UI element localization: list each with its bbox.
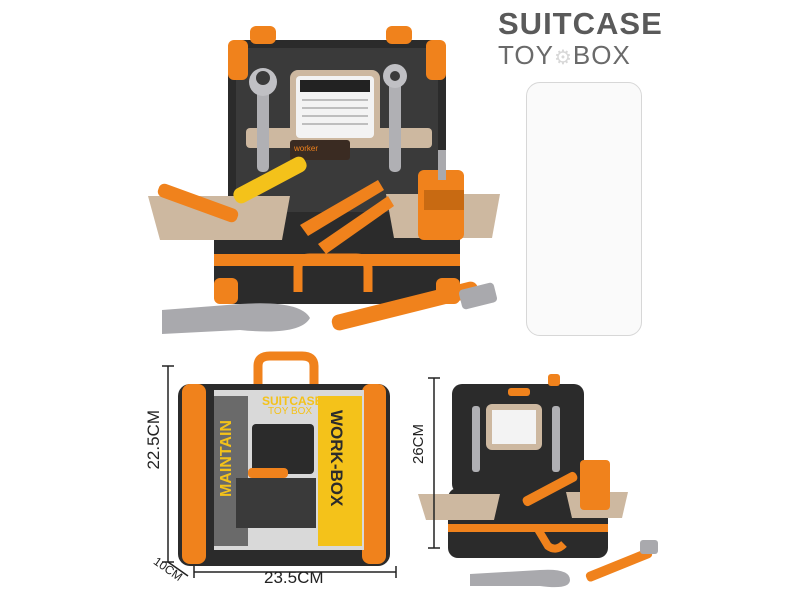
dimension-open-height-label: 26CM	[410, 424, 427, 465]
dimension-width-label: 23.5CM	[264, 568, 324, 587]
brand-subtitle-right: BOX	[572, 40, 631, 70]
box-print-maintain: MAINTAIN	[218, 420, 235, 498]
brand-subtitle: TOY⚙BOX	[498, 40, 631, 71]
open-toolbox-small	[418, 374, 658, 588]
parts-card	[526, 82, 642, 336]
brand-logo-icon: ⚙	[553, 47, 573, 69]
box-print-suitcase: SUITCASE	[262, 394, 323, 408]
box-print-toybox: TOY BOX	[268, 406, 313, 417]
closed-toolbox	[178, 351, 390, 566]
dimension-height-label: 22.5CM	[144, 410, 163, 470]
open-toolbox-main	[148, 26, 500, 334]
brand-subtitle-left: TOY	[498, 40, 554, 70]
dimension-lines	[162, 365, 440, 578]
lid-label-worker: worker	[294, 144, 319, 153]
brand-title: SUITCASE	[498, 6, 663, 41]
box-print-workbox: WORK-BOX	[327, 410, 346, 507]
